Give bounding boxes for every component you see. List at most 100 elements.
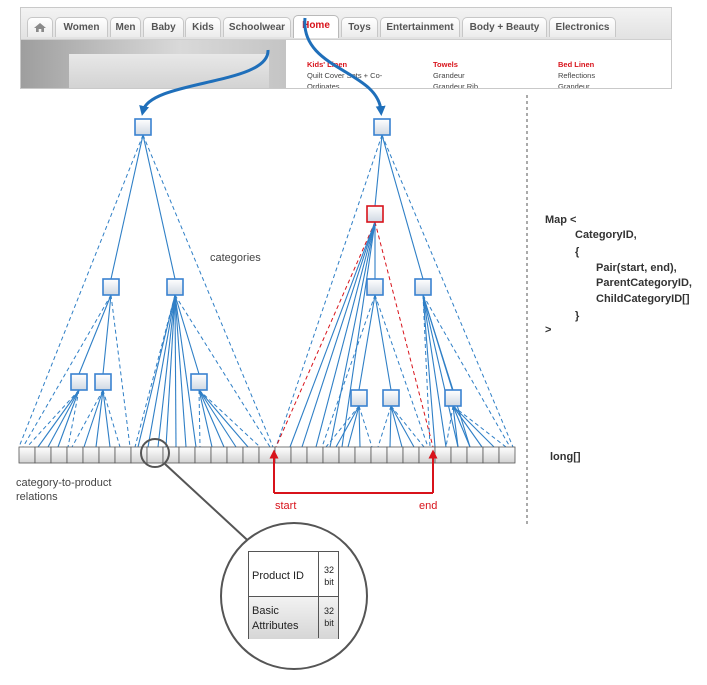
tree-link [321, 294, 376, 448]
long-array-label: long[] [550, 451, 581, 463]
product-record: Product ID 32 bit Basic Attributes 32 bi… [248, 551, 339, 639]
array-cell [402, 446, 420, 464]
tab-kids[interactable]: Kids [185, 17, 221, 37]
hero-image [21, 40, 286, 88]
tree-link [110, 294, 131, 448]
tree-link [165, 294, 176, 448]
menu-column-heading[interactable]: Bed Linen [558, 60, 595, 69]
basic-attributes-name-1: Basic [252, 605, 279, 617]
array-cell [226, 446, 244, 464]
product-array [18, 446, 516, 464]
tab-toys[interactable]: Toys [341, 17, 378, 37]
tree-links [18, 134, 514, 448]
array-cell [258, 446, 276, 464]
tree-link [381, 134, 424, 280]
magnifier-connector [164, 463, 257, 549]
tab-electronics[interactable]: Electronics [549, 17, 616, 37]
tree-link [452, 405, 459, 448]
array-cell [50, 446, 68, 464]
array-cell [98, 446, 116, 464]
array-cell [482, 446, 500, 464]
menu-item[interactable]: Quilt Cover Sets + Co- [307, 71, 383, 80]
relations-label-line2: relations [16, 491, 58, 503]
tree-link [198, 389, 213, 448]
tree-link [71, 389, 104, 448]
map-code-line-0: Map < [545, 214, 577, 226]
tree-link [358, 405, 373, 448]
tree-link [289, 221, 376, 448]
menu-item[interactable]: Ordinates [307, 82, 340, 89]
map-code-line-6: } [575, 310, 580, 322]
tree-link [452, 405, 483, 448]
tree-link [198, 389, 225, 448]
array-cell [146, 446, 164, 464]
menu-item[interactable]: Grandeur [433, 71, 465, 80]
tree-link [358, 405, 361, 448]
map-code-line-3: Pair(start, end), [596, 262, 677, 274]
array-cell [34, 446, 52, 464]
tree-link [95, 389, 104, 448]
array-cell [306, 446, 324, 464]
tree-link [67, 389, 80, 448]
menu-item[interactable]: Grandeur Rib [433, 82, 479, 89]
tree-link [147, 294, 176, 448]
tree-link [390, 405, 403, 448]
tree-link [142, 134, 274, 448]
menu-item[interactable]: Reflections [558, 71, 596, 80]
tree-link [26, 389, 80, 448]
category-node [350, 389, 368, 407]
tab-women[interactable]: Women [55, 17, 108, 37]
category-node [166, 278, 184, 296]
tree-link [83, 389, 104, 448]
basic-attributes-name-2: Attributes [252, 620, 299, 632]
array-cell [82, 446, 100, 464]
product-id-field: Product ID 32 bit [249, 552, 338, 596]
tree-link [174, 294, 200, 375]
tab-baby[interactable]: Baby [143, 17, 184, 37]
tree-link [174, 294, 271, 448]
product-id-bits: 32 [323, 565, 334, 575]
tree-link [422, 294, 436, 448]
tree-link [110, 134, 144, 280]
start-end-bracket [269, 449, 438, 494]
basic-attributes-field: Basic Attributes 32 bit [249, 596, 338, 639]
tree-link [374, 134, 383, 207]
map-code-line-2: { [575, 246, 580, 258]
tree-link [347, 405, 360, 448]
array-cell [290, 446, 308, 464]
tab-schoolwear[interactable]: Schoolwear [223, 17, 291, 37]
array-cell [114, 446, 132, 464]
tree-link [102, 294, 112, 375]
tab-men[interactable]: Men [110, 17, 141, 37]
menu-column-heading[interactable]: Kids' Linen [307, 60, 348, 69]
array-cell [18, 446, 36, 464]
menu-item[interactable]: Grandeur [558, 82, 590, 89]
tree-link [335, 405, 360, 448]
hero-image-inner [69, 54, 269, 88]
start-label: start [275, 500, 297, 512]
tree-link [47, 389, 80, 448]
basic-attributes-unit: bit [324, 618, 334, 628]
home-icon[interactable] [27, 17, 53, 37]
map-code-line-5: ChildCategoryID[] [596, 293, 690, 305]
tree-link [389, 405, 392, 448]
end-label: end [419, 500, 438, 512]
tree-link [102, 389, 121, 448]
array-cell [274, 446, 292, 464]
tab-body-beauty[interactable]: Body + Beauty [462, 17, 547, 37]
category-node [102, 278, 120, 296]
tree-link [422, 294, 511, 448]
tree-link [329, 221, 376, 448]
tree-link [422, 294, 471, 448]
tree-link [157, 294, 176, 448]
tab-entertainment[interactable]: Entertainment [380, 17, 460, 37]
tree-link [381, 134, 514, 448]
tree-link [374, 294, 392, 391]
tree-link [452, 405, 495, 448]
menu-column-heading[interactable]: Towels [433, 60, 458, 69]
tree-link [57, 389, 80, 448]
tree-link [198, 389, 261, 448]
